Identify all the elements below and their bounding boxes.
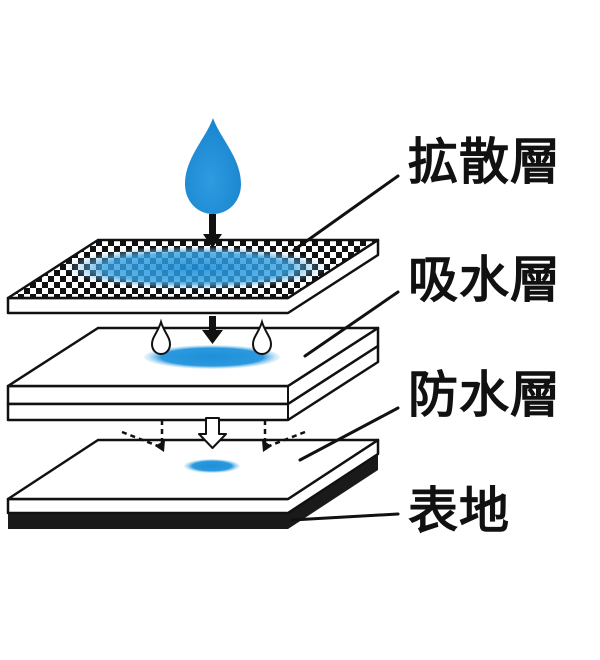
diffusion-layer [6,238,380,315]
arrowhead-icon [262,440,272,452]
leader-lines [290,174,400,522]
dashed-arrow-icon [121,420,306,448]
water-drop-icon [185,118,241,214]
outer-fabric-layer [6,438,380,529]
water-spot-bottom [184,459,240,473]
label-outer-fabric: 表地 [408,482,510,540]
down-arrow-icon [203,214,222,248]
label-absorbent-layer: 吸水層 [408,251,561,309]
small-drop-icon [150,318,172,356]
waterproof-layer [6,326,380,422]
blocked-arrow-icon [198,417,227,449]
down-arrow-icon [202,316,223,344]
label-waterproof-layer: 防水層 [408,366,561,424]
arrowhead-icon [155,440,165,452]
small-drop-icon [251,318,273,356]
label-diffusion-layer: 拡散層 [408,133,561,191]
water-pool-middle [144,345,280,369]
